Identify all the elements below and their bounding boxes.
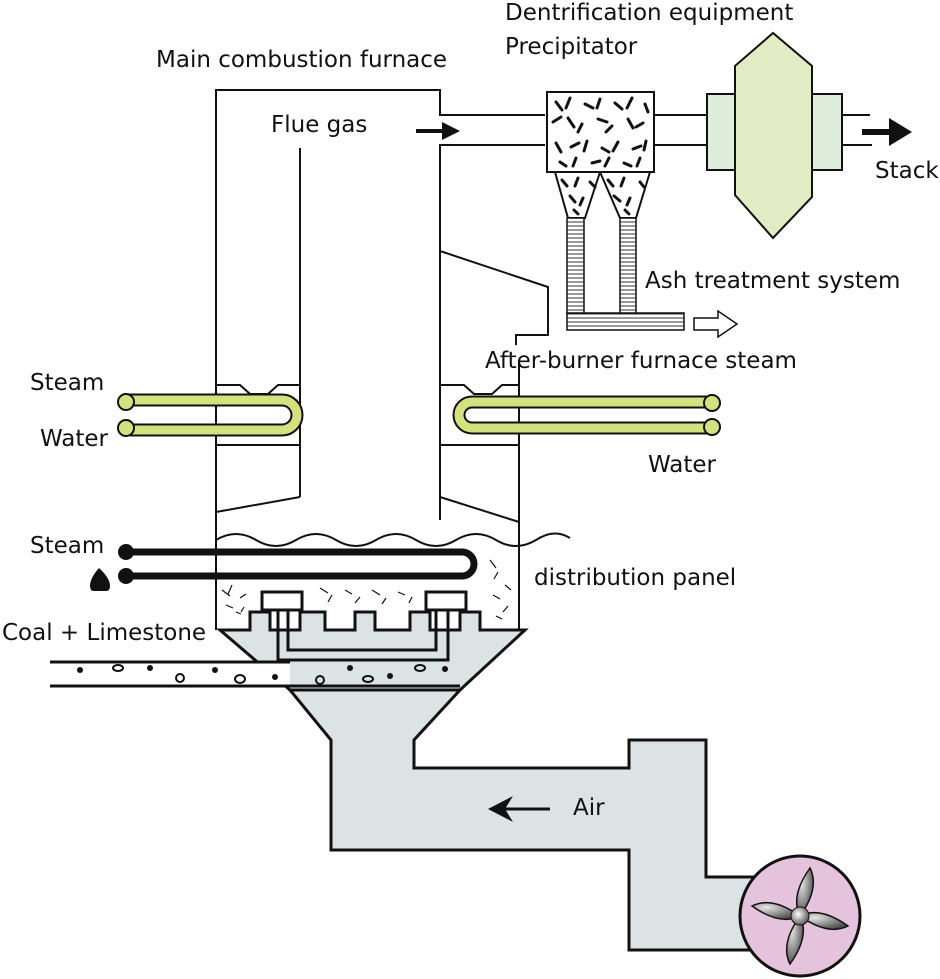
ash-outlet-arrow — [693, 309, 739, 339]
label-water-left: Water — [40, 426, 109, 452]
label-flue-gas: Flue gas — [271, 112, 367, 138]
label-main-furnace: Main combustion furnace — [156, 47, 447, 73]
air-duct — [286, 688, 762, 952]
flame-icon — [90, 568, 110, 591]
label-stack: Stack — [875, 158, 939, 184]
label-precipitator: Precipitator — [505, 34, 638, 60]
label-steam-bottom: Steam — [30, 533, 104, 559]
dentrification-unit — [706, 31, 843, 240]
label-air: Air — [573, 795, 605, 821]
label-dentrification: Dentrification equipment — [505, 0, 793, 26]
heat-exchanger-left — [117, 393, 304, 437]
precipitator — [546, 91, 685, 331]
fan — [738, 854, 862, 978]
label-after-burner: After-burner furnace steam — [485, 348, 797, 374]
fan-blades-icon — [750, 866, 850, 966]
label-coal-limestone: Coal + Limestone — [2, 620, 206, 646]
flue-gas-arrow — [416, 122, 460, 140]
heat-exchanger-right — [452, 394, 721, 436]
label-water-right: Water — [648, 452, 717, 478]
steam-tube-bottom — [90, 544, 478, 591]
label-steam-left: Steam — [30, 370, 104, 396]
stack-arrow — [862, 118, 912, 146]
flue-duct — [654, 114, 872, 146]
label-ash-treatment: Ash treatment system — [645, 268, 900, 294]
label-distribution-panel: distribution panel — [534, 565, 736, 591]
air-arrow — [488, 796, 550, 822]
fluidized-bed — [221, 559, 512, 620]
coal-feed — [50, 660, 460, 688]
